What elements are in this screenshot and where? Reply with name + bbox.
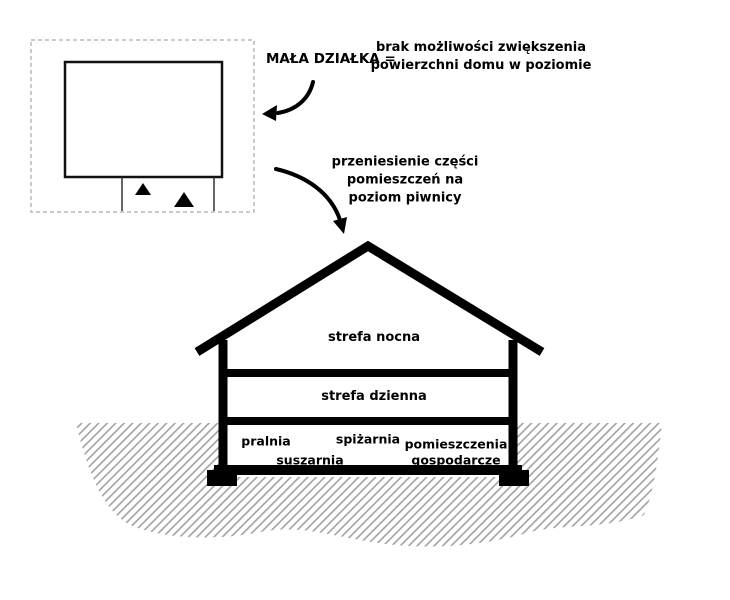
entrance-arrow-small-icon [135, 183, 151, 195]
roof [194, 240, 545, 356]
room-drying-label: suszarnia [276, 452, 344, 468]
plot-title: MAŁA DZIAŁKA = [266, 51, 396, 67]
room-laundry-label: pralnia [241, 433, 291, 449]
curved-arrow-to-basement-head [333, 217, 347, 234]
transfer-note: przeniesienie części pomieszczeń na pozi… [331, 154, 479, 207]
zone-night-label: strefa nocna [327, 329, 421, 345]
curved-arrow-to-plot-icon [276, 80, 315, 115]
zone-day-label: strefa dzienna [321, 388, 427, 404]
footing-left [207, 470, 237, 486]
house-footprint [63, 60, 224, 179]
ground-hatch [76, 423, 662, 547]
curved-arrow-to-basement-icon [274, 167, 342, 222]
curved-arrow-to-plot-head [262, 105, 277, 121]
plot-boundary [30, 39, 255, 213]
entrance-arrow-large-icon [174, 192, 194, 207]
plot-note: brak możliwości zwiększenia powierzchni … [370, 39, 592, 73]
footing-right [499, 470, 529, 486]
room-utility-label: pomieszczenia gospodarcze [404, 436, 508, 467]
room-pantry-label: spiżarnia [335, 431, 401, 447]
